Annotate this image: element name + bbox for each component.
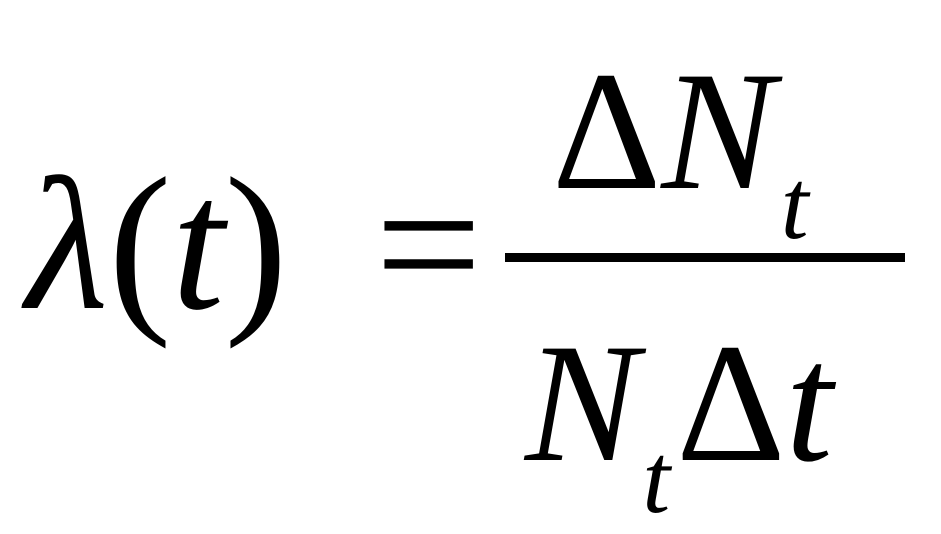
delta-symbol: Δ (676, 309, 786, 497)
t-variable: t (785, 309, 833, 497)
denominator: NtΔt (525, 318, 833, 529)
n-variable: N (525, 309, 639, 497)
delta-symbol: Δ (552, 37, 662, 225)
t-subscript: t (780, 149, 809, 260)
t-subscript: t (642, 423, 671, 534)
equals-sign: = (375, 140, 483, 350)
fraction-bar (505, 253, 905, 262)
n-variable: N (661, 37, 775, 225)
lhs: λ(t) (26, 150, 288, 340)
numerator: ΔNt (552, 46, 809, 255)
close-paren: ) (224, 140, 288, 350)
lambda-symbol: λ (26, 140, 109, 350)
open-paren: ( (108, 140, 172, 350)
t-variable: t (171, 140, 225, 350)
